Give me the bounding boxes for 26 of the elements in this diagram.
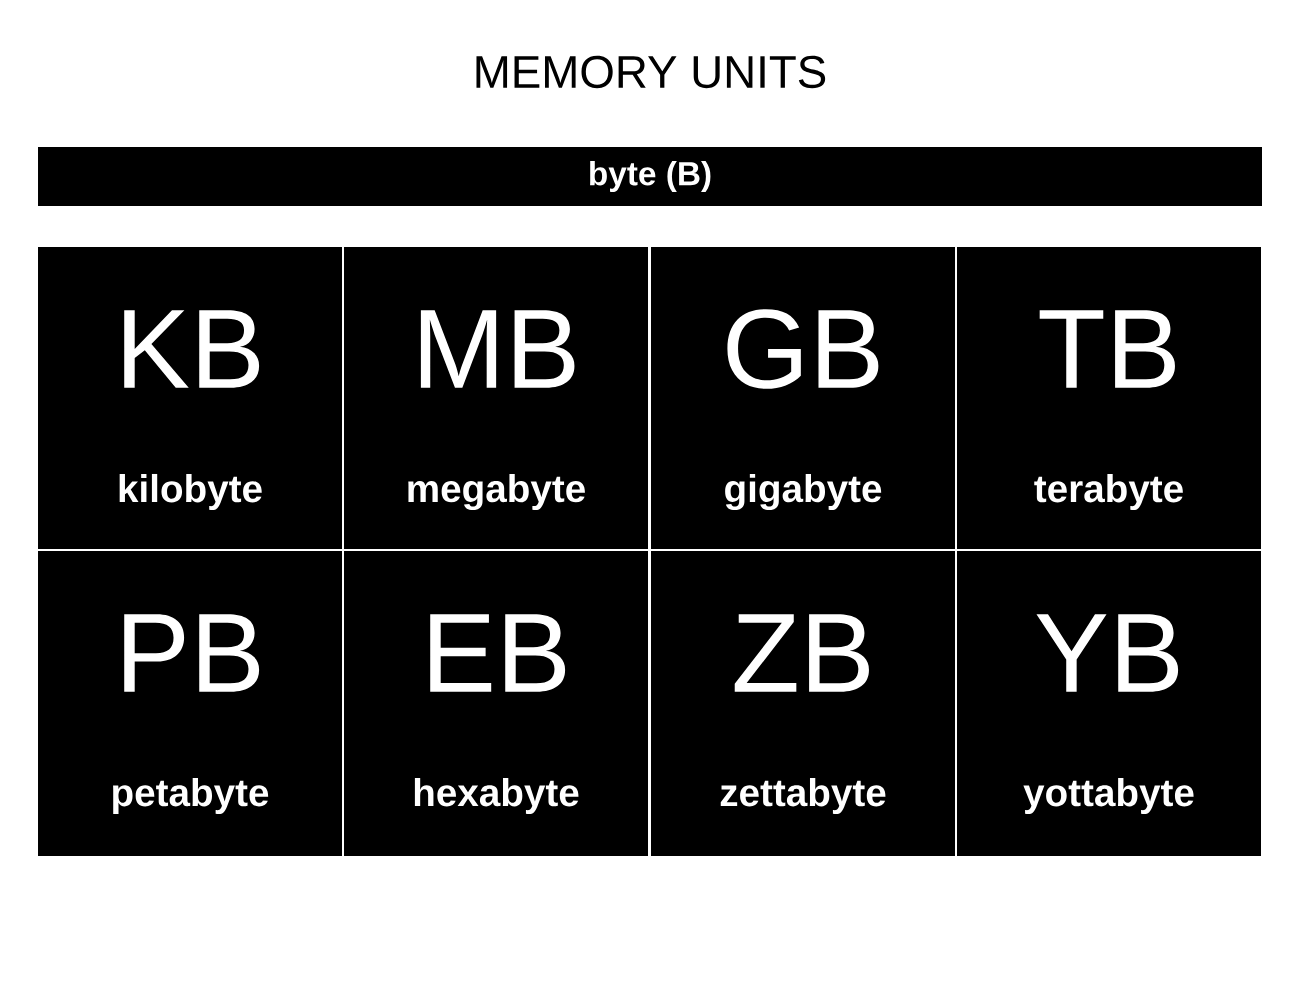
node-label: KB (124, 310, 260, 388)
node-label: petabyte (113, 777, 269, 815)
node-label: yottabyte (1023, 777, 1194, 815)
node-label: hexabyte (414, 777, 579, 815)
node-label: terabyte (1034, 473, 1183, 511)
node-label: PB (124, 614, 260, 692)
unit-cell: KB kilobyte (38, 247, 342, 549)
node-label: GB (727, 309, 879, 389)
node-label: EB (430, 614, 566, 692)
unit-cell: TB terabyte (957, 247, 1261, 549)
title: MEMORY UNITS (476, 55, 826, 89)
unit-cell: MB megabyte (344, 247, 648, 549)
title-band: byte (B) (38, 147, 1262, 206)
node-label: ZB (734, 614, 869, 692)
unit-cell: PB petabyte (38, 551, 342, 856)
node-label: kilobyte (119, 473, 262, 511)
node-label: gigabyte (725, 473, 882, 511)
node-label: YB (1036, 614, 1179, 692)
unit-cell: ZB zettabyte (651, 551, 955, 856)
node-label: zettabyte (720, 777, 886, 815)
unit-cell: EB hexabyte (344, 551, 648, 856)
unit-cell: GB gigabyte (651, 247, 955, 549)
node-label: TB (1039, 310, 1175, 388)
unit-cell: YB yottabyte (957, 551, 1261, 856)
node-label: megabyte (408, 473, 585, 511)
node-label: MB (420, 310, 575, 388)
